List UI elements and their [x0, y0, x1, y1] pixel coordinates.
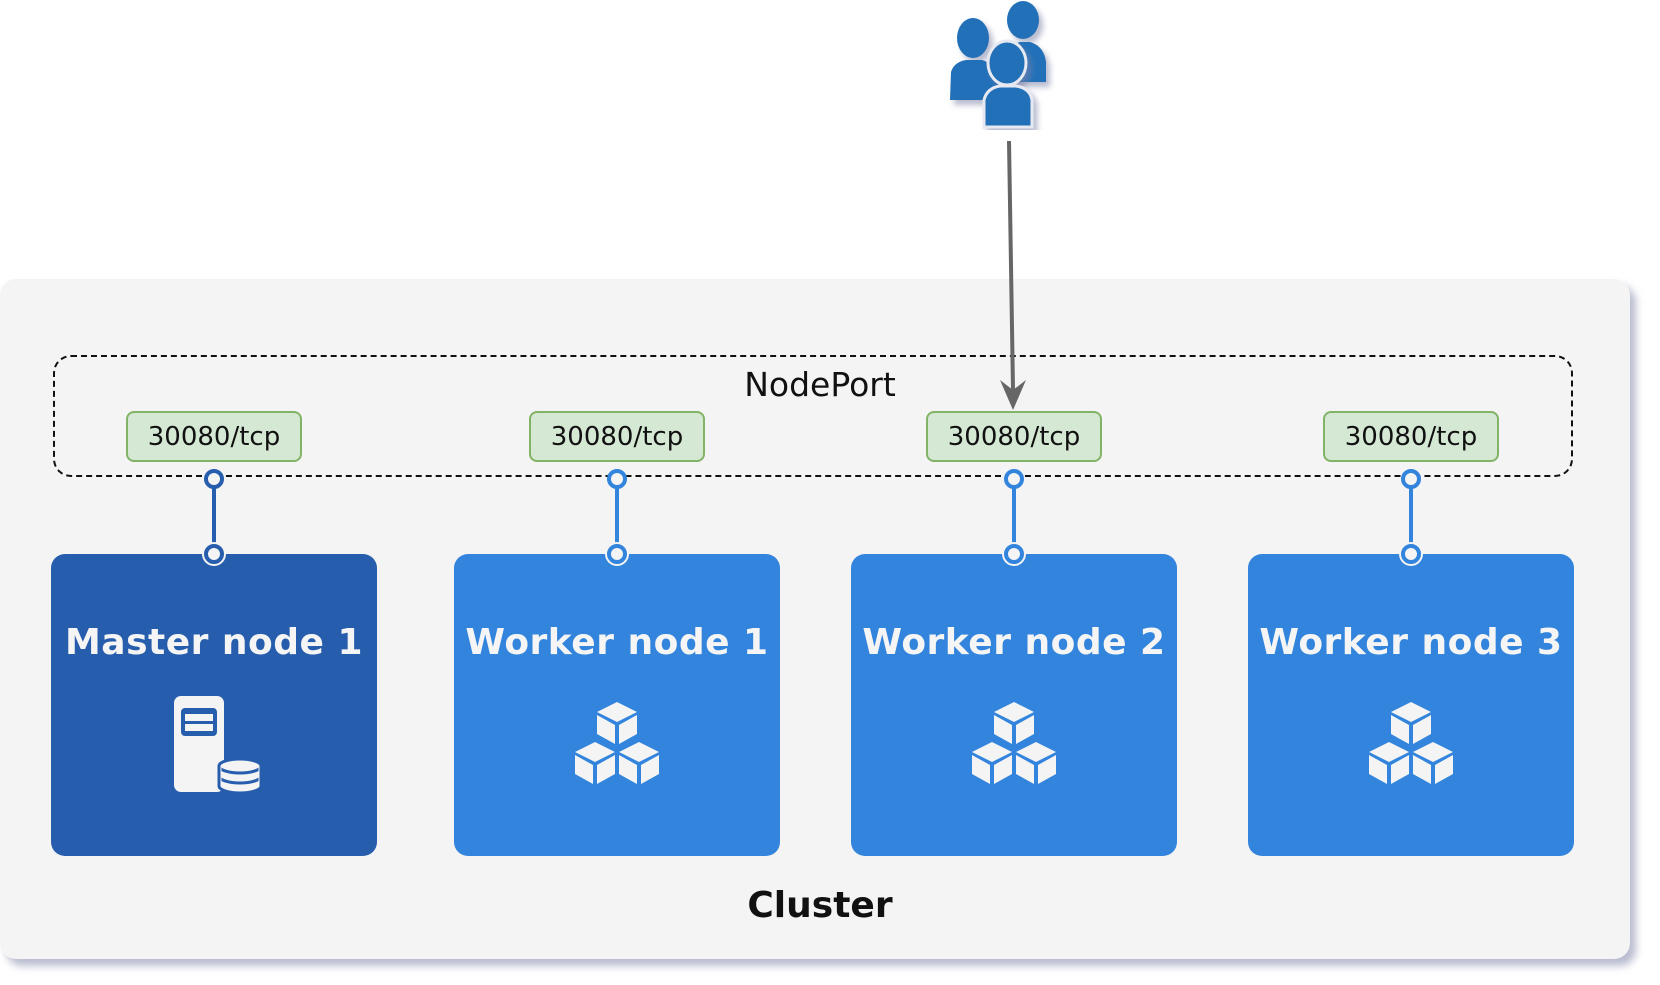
nodeport-boundary [53, 355, 1573, 477]
cubes-icon [964, 694, 1064, 794]
port-badge-master-1: 30080/tcp [126, 411, 302, 462]
node-title: Worker node 3 [1259, 622, 1563, 663]
node-title: Worker node 1 [465, 622, 769, 663]
cubes-icon [567, 694, 667, 794]
nodeport-label: NodePort [744, 365, 896, 404]
port-badge-worker-2: 30080/tcp [926, 411, 1102, 462]
worker-node-1: Worker node 1 [454, 554, 780, 856]
worker-node-3: Worker node 3 [1248, 554, 1574, 856]
port-badge-worker-1: 30080/tcp [529, 411, 705, 462]
users-group-icon [940, 0, 1065, 130]
node-title: Master node 1 [64, 622, 364, 663]
worker-node-2: Worker node 2 [851, 554, 1177, 856]
master-node-1: Master node 1 [51, 554, 377, 856]
server-database-icon [164, 694, 264, 795]
port-badge-worker-3: 30080/tcp [1323, 411, 1499, 462]
node-title: Worker node 2 [862, 622, 1166, 663]
cubes-icon [1361, 694, 1461, 794]
cluster-label: Cluster [747, 885, 893, 926]
